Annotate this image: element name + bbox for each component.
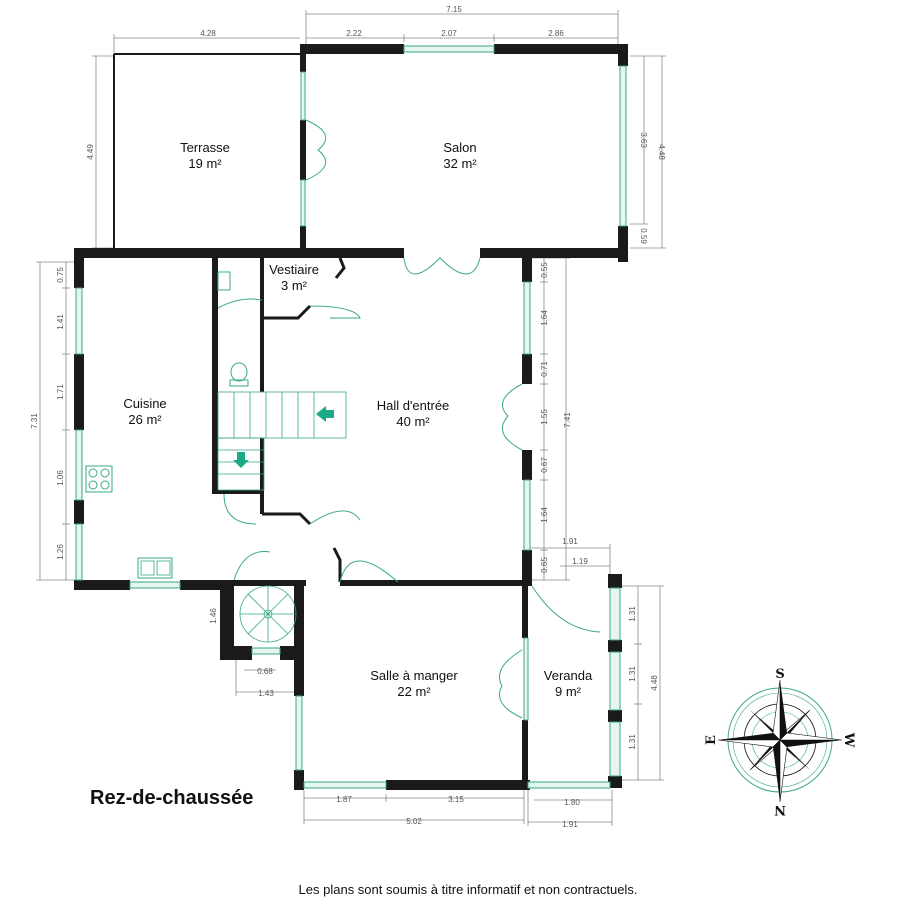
floor-title: Rez-de-chaussée (90, 787, 253, 809)
compass-north-label: N (774, 802, 786, 817)
room-name-vestiaire: Vestiaire (269, 262, 319, 277)
dim-veranda-bottom-total: 1.91 (562, 820, 578, 829)
dim-stair-outer: 1.43 (258, 689, 274, 698)
room-name-hall: Hall d'entrée (377, 398, 450, 413)
dim-cuisine-d: 1.06 (56, 470, 65, 486)
compass-rose-icon: S N W E (704, 667, 856, 817)
compass-west-label: W (841, 732, 856, 748)
windows (75, 45, 627, 789)
dim-stair-side: 1.46 (209, 608, 218, 624)
room-area-cuisine: 26 m² (128, 412, 162, 427)
dim-veranda-right-total: 4.48 (650, 675, 659, 691)
dim-terrasse-width: 4.28 (200, 29, 216, 38)
dim-cuisine-e: 1.26 (56, 544, 65, 560)
dimension-lines (36, 10, 666, 826)
dim-salle-bottom-b: 3.15 (448, 795, 464, 804)
cooktop-icon (85, 465, 113, 493)
dim-salon-right-window: 3.63 (639, 132, 648, 148)
room-area-terrasse: 19 m² (188, 156, 222, 171)
room-name-cuisine: Cuisine (123, 396, 166, 411)
dim-hall-total: 7.41 (563, 412, 572, 428)
disclaimer: Les plans sont soumis à titre informatif… (299, 882, 638, 897)
dim-hall-d: 1.55 (540, 409, 549, 425)
room-area-hall: 40 m² (396, 414, 430, 429)
dim-hall-b: 1.64 (540, 310, 549, 326)
dim-salon-right-total: 4.48 (657, 144, 666, 160)
room-labels: Terrasse 19 m² Salon 32 m² Vestiaire 3 m… (123, 140, 593, 699)
dim-cuisine-b: 1.41 (56, 314, 65, 330)
dim-hall-c: 0.71 (540, 361, 549, 377)
washbasin-icon (217, 271, 231, 291)
dim-veranda-top-inner: 1.19 (572, 557, 588, 566)
dim-salle-bottom-a: 1.87 (336, 795, 352, 804)
dim-top-a: 2.22 (346, 29, 362, 38)
compass-south-label: S (775, 667, 784, 682)
dim-cuisine-a: 0.75 (56, 267, 65, 283)
dim-veranda-right-b: 1.31 (628, 666, 637, 682)
dim-hall-g: 0.65 (540, 557, 549, 573)
dim-cuisine-c: 1.71 (56, 384, 65, 400)
dim-stair-inner: 0.68 (257, 667, 273, 676)
dim-top-c: 2.86 (548, 29, 564, 38)
dim-veranda-right-c: 1.31 (628, 734, 637, 750)
walls (74, 44, 628, 790)
dim-veranda-bottom-inner: 1.80 (564, 798, 580, 807)
dim-top-total: 7.15 (446, 5, 462, 14)
doors (217, 119, 601, 719)
dim-salle-bottom-total: 5.02 (406, 817, 422, 826)
room-name-terrasse: Terrasse (180, 140, 230, 155)
dim-hall-a: 0.55 (540, 262, 549, 278)
kitchen-sink-icon (137, 557, 173, 579)
dim-terrasse-depth: 4.49 (86, 144, 95, 160)
compass-east-label: E (704, 735, 719, 745)
room-area-salon: 32 m² (443, 156, 477, 171)
dim-salon-right-end: 0.59 (639, 228, 648, 244)
dim-veranda-right-a: 1.31 (628, 606, 637, 622)
dim-cuisine-total: 7.31 (30, 413, 39, 429)
dim-top-b: 2.07 (441, 29, 457, 38)
dim-hall-f: 1.64 (540, 507, 549, 523)
stairs-up-arrow-icon (316, 406, 334, 422)
room-name-salle: Salle à manger (370, 668, 458, 683)
dim-hall-e: 0.67 (540, 457, 549, 473)
terrasse-outline (113, 53, 300, 248)
dimension-labels: 7.15 2.22 2.07 2.86 4.28 4.49 3.63 4.48 … (30, 5, 666, 829)
room-area-vestiaire: 3 m² (281, 278, 308, 293)
room-name-salon: Salon (443, 140, 476, 155)
fixtures (85, 271, 249, 579)
straight-stairs (217, 391, 347, 491)
room-area-salle: 22 m² (397, 684, 431, 699)
room-name-veranda: Veranda (544, 668, 593, 683)
stairs-down-arrow-icon (233, 452, 249, 468)
toilet-icon (229, 362, 249, 387)
dim-veranda-top: 1.91 (562, 537, 578, 546)
spiral-stairs (239, 585, 297, 643)
room-area-veranda: 9 m² (555, 684, 582, 699)
